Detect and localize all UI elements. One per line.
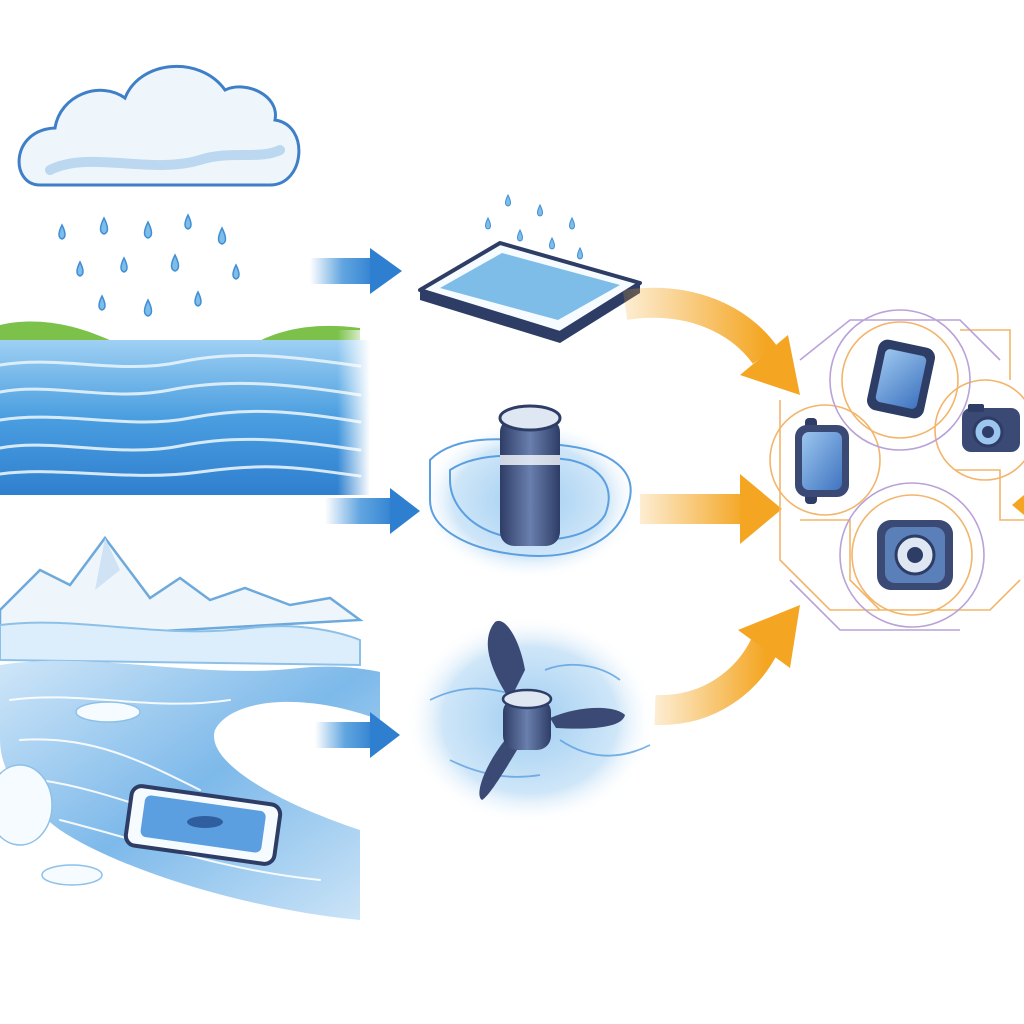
collector-pad-icon bbox=[418, 193, 642, 343]
camera-icon bbox=[962, 404, 1020, 452]
arrow-turbine-to-devices bbox=[654, 605, 800, 726]
rain-cloud-icon bbox=[17, 64, 301, 187]
arrow-lake-to-cylinder bbox=[325, 488, 420, 534]
propeller-turbine-icon bbox=[405, 615, 655, 825]
river-collector-pad-icon bbox=[123, 784, 283, 866]
speaker-icon bbox=[877, 520, 953, 590]
lake-waves-icon bbox=[0, 321, 370, 500]
raindrops bbox=[58, 213, 240, 317]
tablet-icon bbox=[867, 339, 935, 419]
glacier-river-icon bbox=[0, 535, 380, 920]
partial-device-edge bbox=[1012, 495, 1024, 515]
arrow-pad-to-devices bbox=[622, 287, 800, 395]
arrow-cylinder-to-devices bbox=[640, 474, 782, 544]
cylinder-generator-icon bbox=[420, 404, 640, 580]
arrow-rain-to-pad bbox=[310, 248, 402, 294]
smartwatch-icon bbox=[795, 418, 849, 504]
circuit-network bbox=[769, 309, 1024, 631]
arrow-glacier-to-turbine bbox=[315, 712, 400, 758]
